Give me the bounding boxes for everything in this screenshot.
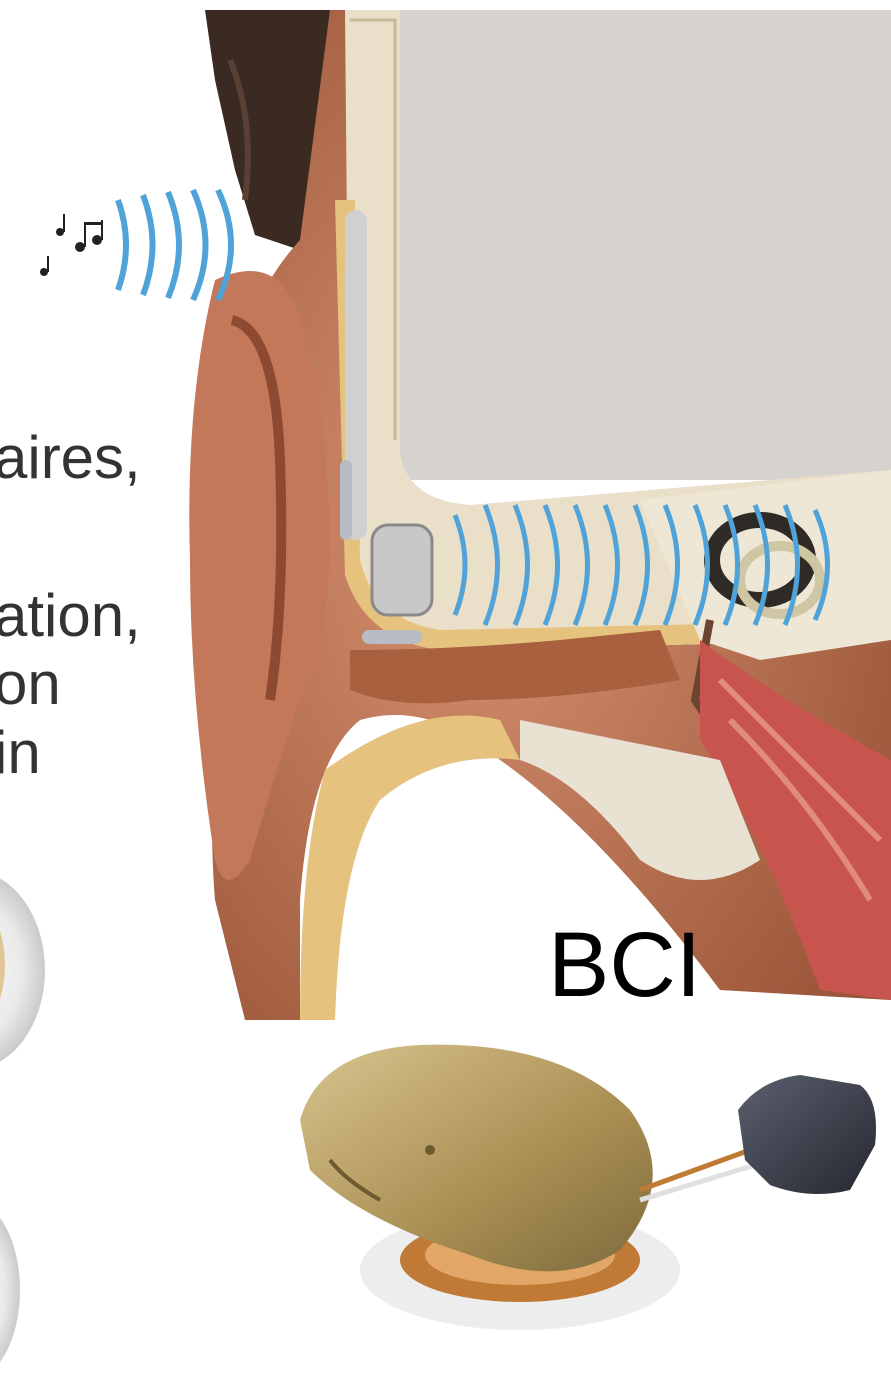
text-fragment-4: in [0,721,41,785]
music-notes-icon [40,214,103,276]
device-label: BCI [548,915,701,1015]
processor-disc-partial [0,870,45,1380]
skull-interior [395,10,891,480]
bci-device [300,1045,876,1330]
text-fragment-3: on [0,652,61,716]
text-fragment-1: aires, [0,426,141,490]
sound-waves-icon [118,190,231,300]
implant-transducer [372,525,432,615]
bci-transducer-block [738,1075,876,1194]
text-fragment-2: ation, [0,584,141,648]
